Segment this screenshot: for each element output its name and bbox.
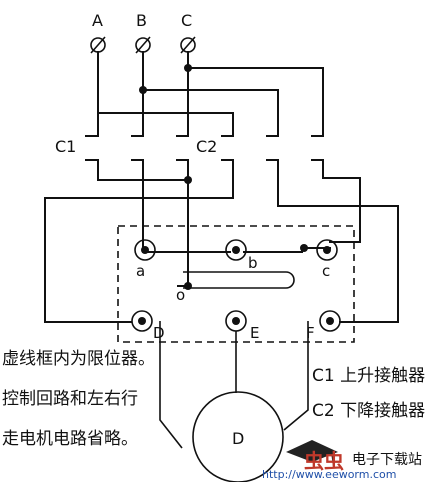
terminal-b-label: B bbox=[136, 11, 147, 30]
switch-point-e bbox=[225, 310, 247, 332]
contactor-c2-label: C2 bbox=[196, 137, 217, 156]
switch-point-d bbox=[131, 310, 153, 332]
switch-label-b: b bbox=[248, 254, 258, 272]
switch-label-d: D bbox=[153, 324, 165, 342]
switch-label-o: o bbox=[176, 286, 185, 304]
switch-label-f: F bbox=[306, 324, 315, 342]
watermark-url: http://www.eeworm.com bbox=[262, 468, 396, 481]
watermark-logo-glyphs: 虫虫 bbox=[304, 449, 344, 473]
note-left-line-3: 走电机电路省略。 bbox=[2, 429, 138, 449]
contactor-c1-label: C1 bbox=[55, 137, 76, 156]
switch-label-e: E bbox=[250, 324, 259, 342]
load-wiring bbox=[44, 159, 399, 323]
note-right-line-2: C2 下降接触器 bbox=[312, 401, 425, 421]
switch-label-c: c bbox=[322, 262, 330, 280]
contactor-c2: C2 bbox=[196, 135, 324, 161]
terminal-c: C bbox=[180, 11, 196, 54]
notes-right: C1 上升接触器 C2 下降接触器 bbox=[312, 366, 425, 421]
switch-point-c bbox=[316, 239, 338, 261]
motor-wiring bbox=[159, 321, 309, 449]
terminal-a: A bbox=[90, 11, 106, 54]
note-left-line-2: 控制回路和左右行 bbox=[2, 389, 138, 409]
note-right-line-1: C1 上升接触器 bbox=[312, 366, 425, 386]
terminal-b: B bbox=[135, 11, 151, 54]
motor-label: D bbox=[232, 429, 244, 448]
supply-wiring bbox=[97, 51, 324, 137]
contactor-c1: C1 bbox=[55, 135, 189, 161]
limit-switch-box: a b c o D E F bbox=[117, 225, 355, 343]
switch-point-b bbox=[225, 239, 247, 261]
motor: D bbox=[192, 391, 284, 482]
switch-point-a bbox=[134, 239, 156, 261]
watermark: 虫虫 电子下载站 http://www.eeworm.com bbox=[262, 440, 422, 481]
terminal-a-label: A bbox=[92, 11, 103, 30]
notes-left: 虚线框内为限位器。 控制回路和左右行 走电机电路省略。 bbox=[2, 349, 155, 449]
graduation-cap-icon bbox=[286, 440, 338, 462]
switch-point-f bbox=[319, 310, 341, 332]
switch-label-a: a bbox=[136, 262, 145, 280]
terminal-c-label: C bbox=[181, 11, 192, 30]
watermark-brand: 电子下载站 bbox=[352, 452, 422, 468]
note-left-line-1: 虚线框内为限位器。 bbox=[2, 349, 155, 369]
